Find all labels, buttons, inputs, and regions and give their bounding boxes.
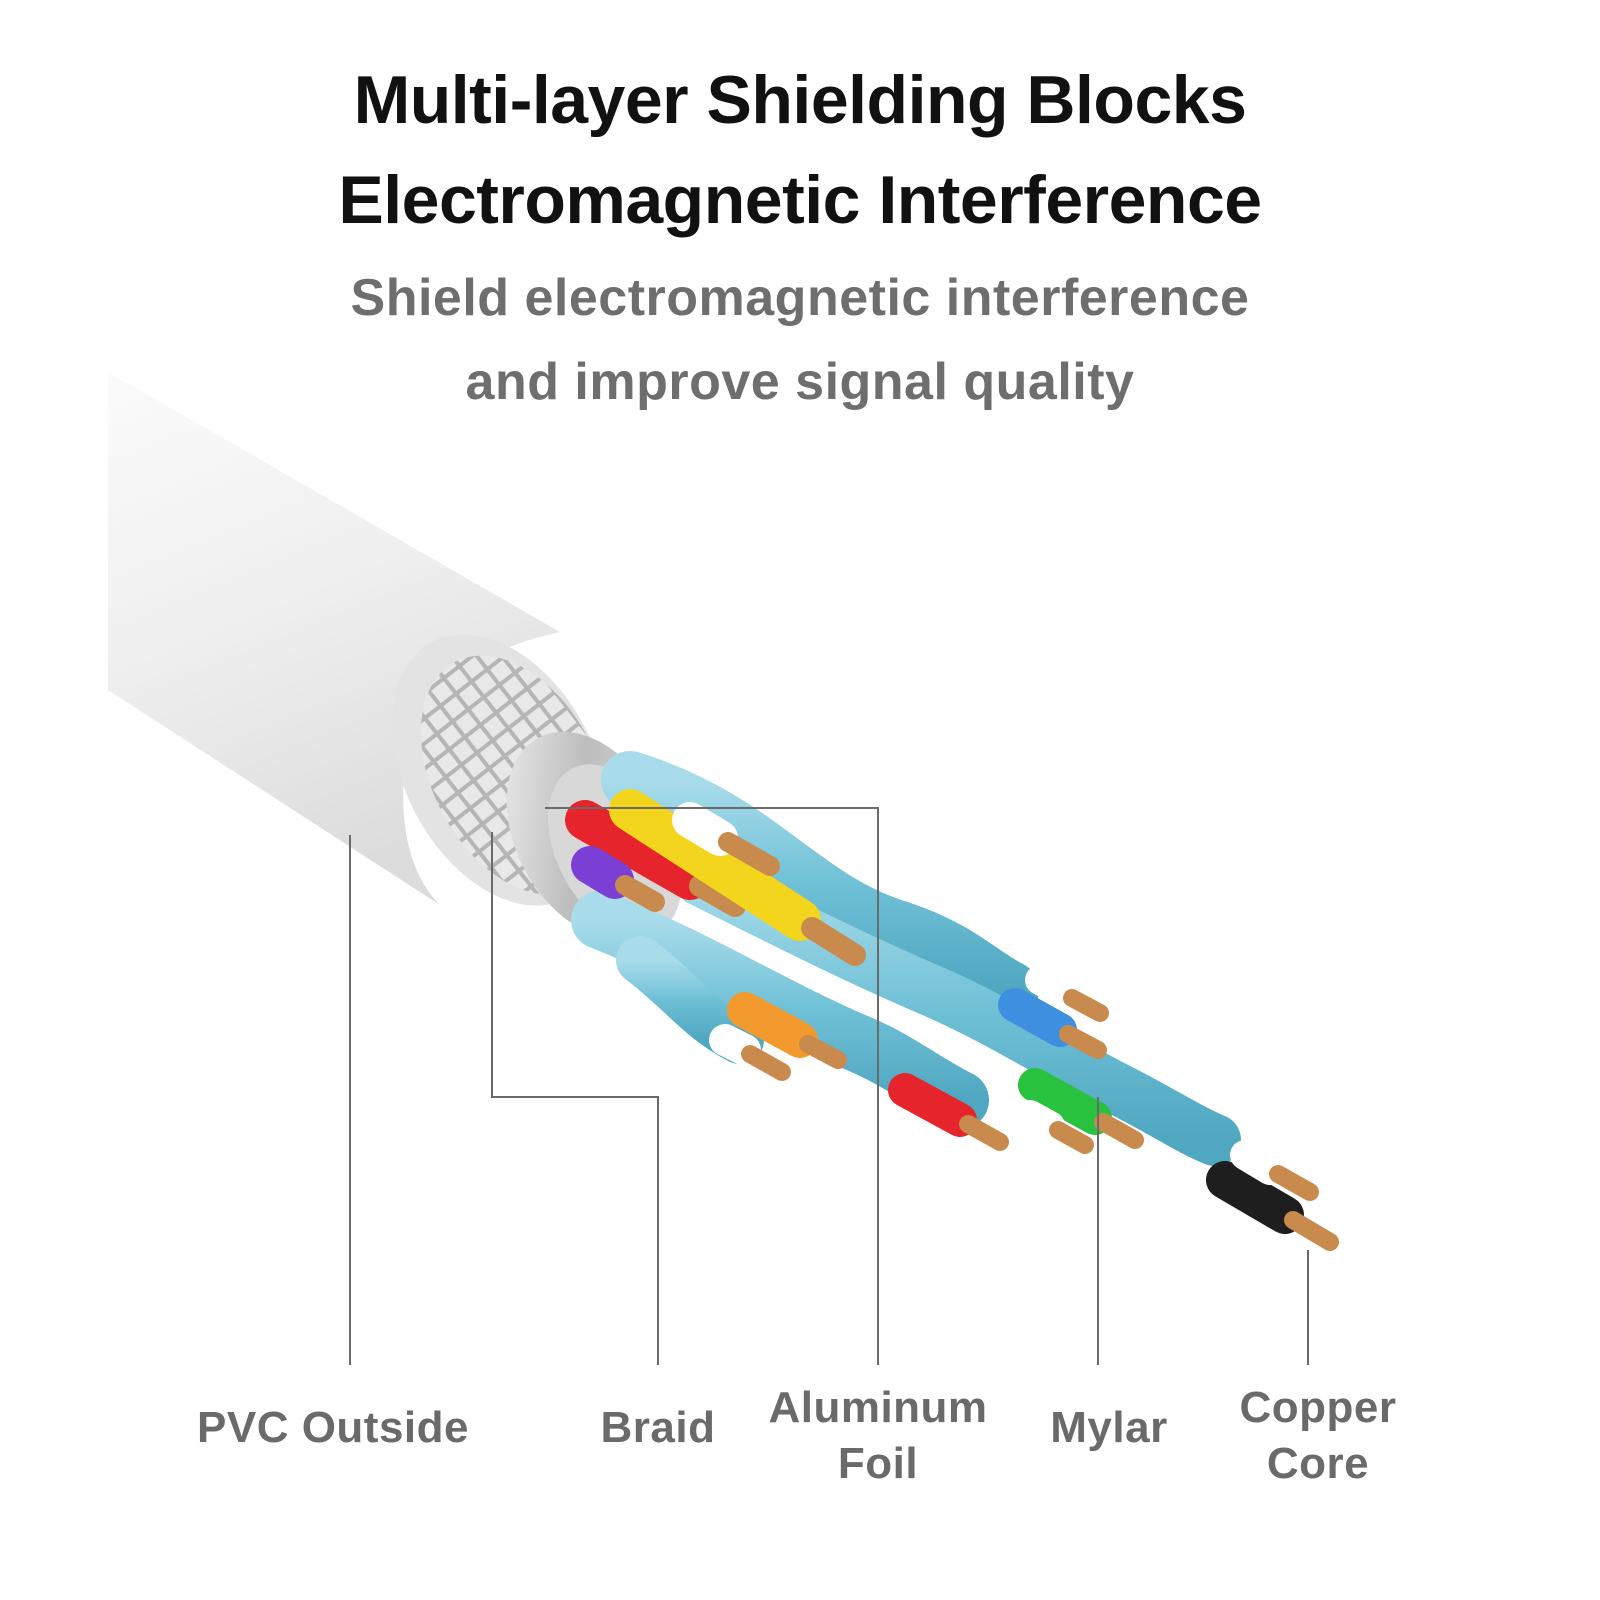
red-wire-lower-copper [959, 1115, 1009, 1151]
label-foil-line: Foil [837, 1439, 919, 1488]
green-wire-copper [1094, 1113, 1144, 1149]
title-line-1: Multi-layer Shielding Blocks [353, 62, 1247, 138]
subtitle-line-1: Shield electromagnetic interference [350, 269, 1250, 327]
label-copper-core: Copper Core [1228, 1380, 1408, 1492]
white-wire-green-pair-copper [1049, 1121, 1094, 1154]
black-wire-copper [1284, 1211, 1339, 1251]
white-wire-blue-pair [1025, 965, 1080, 1009]
green-wire [1018, 1068, 1112, 1135]
red-wire-lower [888, 1073, 977, 1137]
title-line-2: Electromagnetic Interference [338, 162, 1262, 238]
white-wire-top-copper [718, 832, 780, 876]
label-braid: Braid [600, 1403, 716, 1452]
white-wire-orange-pair-copper [741, 1045, 791, 1081]
label-mylar: Mylar [1050, 1403, 1168, 1452]
label-copper-line: Copper [1239, 1383, 1397, 1432]
label-aluminum-foil: Aluminum Foil [752, 1380, 1004, 1492]
label-core-line: Core [1266, 1439, 1370, 1488]
insulated-wires [565, 789, 1339, 1251]
purple-wire-copper [615, 875, 665, 912]
braid-callout-line [491, 832, 659, 1365]
callout-lines [349, 807, 1309, 1365]
black-wire [1206, 1161, 1304, 1234]
white-wire-black-pair [1230, 1140, 1285, 1185]
red-wire-copper [689, 875, 746, 917]
white-wire-top [672, 802, 738, 856]
foil-callout-line [545, 807, 879, 1365]
white-wire-blue-pair-copper [1063, 989, 1109, 1022]
white-wire-orange-pair [709, 1024, 761, 1066]
label-aluminum-line: Aluminum [768, 1383, 988, 1432]
yellow-wire-copper [801, 917, 866, 966]
yellow-wire [609, 789, 821, 941]
blue-wire-copper [1059, 1025, 1107, 1059]
label-pvc-outside: PVC Outside [197, 1403, 469, 1452]
orange-wire [727, 992, 818, 1058]
red-wire [565, 800, 710, 900]
purple-wire [571, 846, 634, 899]
orange-wire-copper [799, 1035, 847, 1069]
white-wire-green-pair [1015, 1100, 1065, 1141]
white-wire-black-pair-copper [1269, 1165, 1319, 1201]
blue-wire [998, 988, 1077, 1047]
subtitle-line-2: and improve signal quality [465, 353, 1135, 411]
